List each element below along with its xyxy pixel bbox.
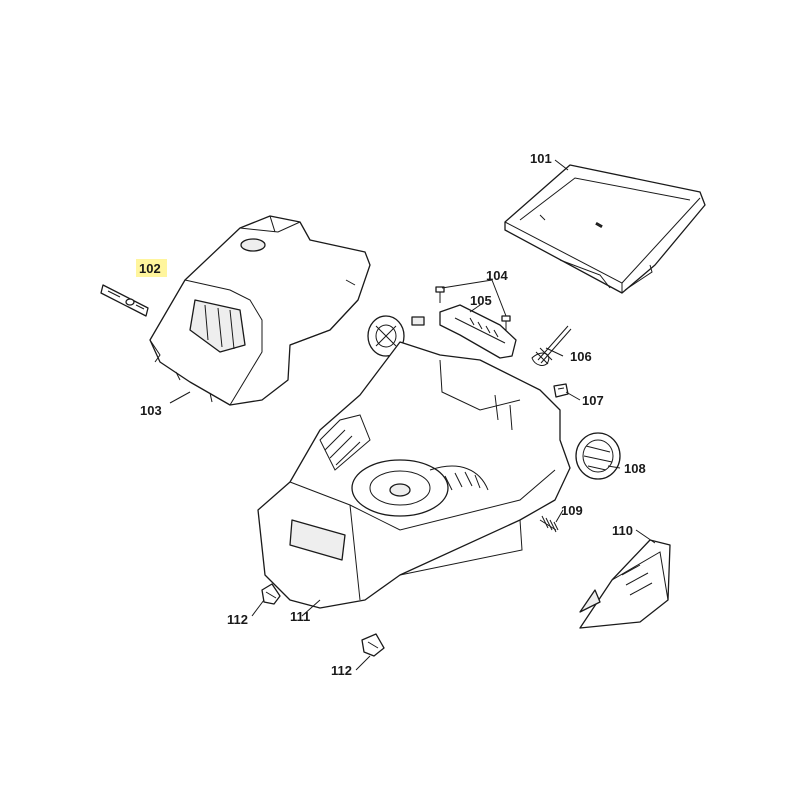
callout-110: 110 <box>612 523 633 538</box>
callout-111: 111 <box>290 609 310 624</box>
part-102-label <box>100 284 149 317</box>
callout-labels: 101 102 103 104 105 106 107 108 109 110 … <box>136 151 646 678</box>
part-109-spring <box>539 515 559 533</box>
callout-102-highlight <box>136 259 167 277</box>
leader-lines <box>169 159 656 671</box>
callout-102: 102 <box>139 261 161 276</box>
part-111-deck <box>257 341 571 609</box>
callout-108: 108 <box>624 461 646 476</box>
part-107-clip <box>553 383 569 398</box>
part-108-rear-cap <box>575 432 621 480</box>
callout-103: 103 <box>140 403 162 418</box>
callout-105: 105 <box>470 293 492 308</box>
part-112-clip-b <box>361 633 385 657</box>
part-101-grassbox-lid <box>504 164 706 294</box>
part-110-flap <box>579 539 671 629</box>
wheel-cap <box>367 315 405 357</box>
callout-106: 106 <box>570 349 592 364</box>
callout-112-a: 112 <box>227 612 248 627</box>
part-104-screws <box>435 286 511 330</box>
callout-104: 104 <box>486 268 508 283</box>
part-105-handle-bar <box>411 304 517 359</box>
callout-112-b: 112 <box>331 663 352 678</box>
callout-101: 101 <box>530 151 552 166</box>
callout-107: 107 <box>582 393 604 408</box>
part-103-upper-cover <box>149 215 371 406</box>
callout-109: 109 <box>561 503 583 518</box>
part-106-spring <box>531 325 572 366</box>
